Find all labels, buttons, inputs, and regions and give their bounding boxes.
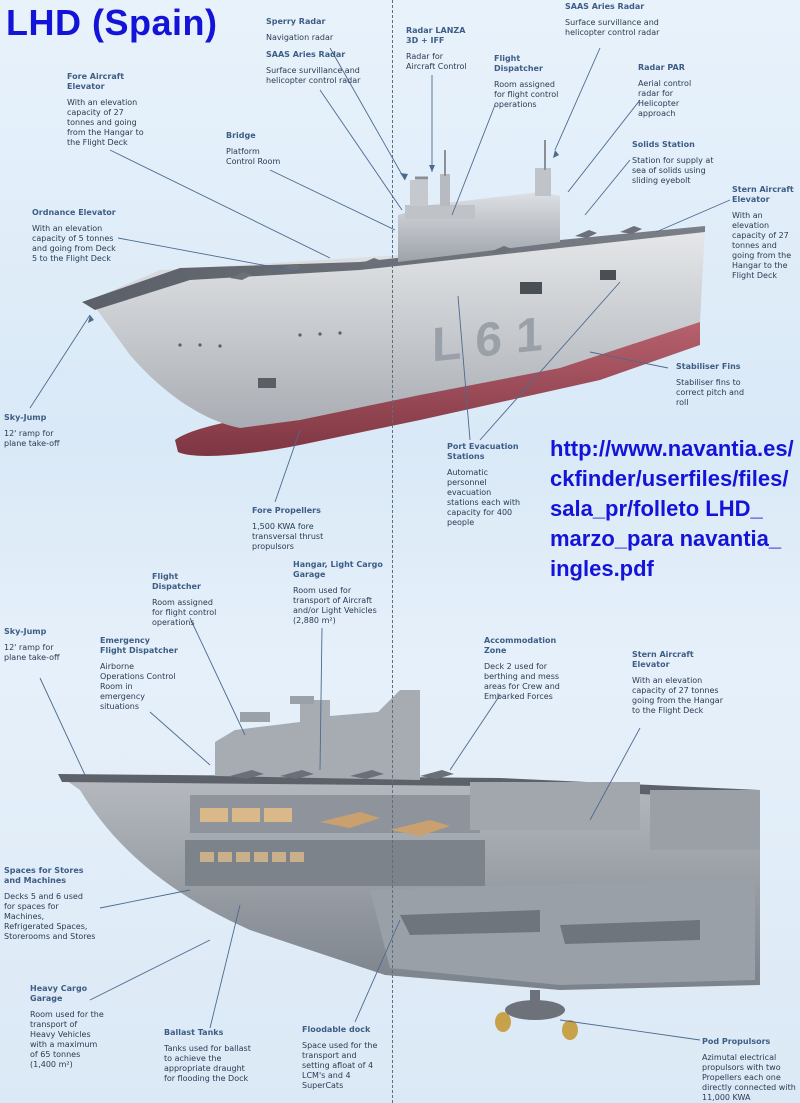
callout-heading: Stern Aircraft Elevator xyxy=(732,185,794,204)
callout-description: Radar for Aircraft Control xyxy=(406,52,467,71)
callout-description: Station for supply at sea of solids usin… xyxy=(632,156,714,185)
callout-heading: Hangar, Light Cargo Garage xyxy=(293,560,383,579)
callout-heading: Stern Aircraft Elevator xyxy=(632,650,694,669)
callout-description: Decks 5 and 6 used for spaces for Machin… xyxy=(4,892,96,941)
leader-lines-bottom xyxy=(39,617,701,1041)
callout-heading: Radar PAR xyxy=(638,63,685,72)
callout-floodable-dock: Floodable dock Space used for the transp… xyxy=(302,1025,384,1091)
callout-description: Deck 2 used for berthing and mess areas … xyxy=(484,662,560,701)
callout-heading: Fore Aircraft Elevator xyxy=(67,72,125,91)
callout-heading: Emergency Flight Dispatcher xyxy=(100,636,178,655)
callout-stern-aircraft-elevator-1: Stern Aircraft Elevator With an elevatio… xyxy=(732,185,800,281)
callout-sky-jump-2: Sky-Jump 12' ramp for plane take-off xyxy=(4,627,68,663)
url-line: ingles.pdf xyxy=(550,556,654,581)
page-title: LHD (Spain) xyxy=(6,2,218,43)
callout-description: With an elevation capacity of 27 tonnes … xyxy=(632,676,723,715)
callout-heading: Flight Dispatcher xyxy=(494,54,543,73)
callout-flight-dispatcher-2: Flight Dispatcher Room assigned for flig… xyxy=(152,572,222,628)
callout-fore-propellers: Fore Propellers 1,500 KWA fore transvers… xyxy=(252,506,332,552)
callout-radar-par: Radar PAR Aerial control radar for Helic… xyxy=(638,63,698,119)
callout-heading: Ordnance Elevator xyxy=(32,208,116,217)
callout-description: With an elevation capacity of 27 tonnes … xyxy=(67,98,144,147)
callout-heading: Floodable dock xyxy=(302,1025,371,1034)
callout-bridge: Bridge Platform Control Room xyxy=(226,131,290,167)
callout-hangar-light-cargo-garage: Hangar, Light Cargo Garage Room used for… xyxy=(293,560,387,626)
callout-heading: Sperry Radar xyxy=(266,17,326,26)
callout-heading: Solids Station xyxy=(632,140,695,149)
cutaway-island xyxy=(215,690,420,780)
callout-pod-propulsors: Pod Propulsors Azimutal electrical propu… xyxy=(702,1037,798,1103)
callout-description: Space used for the transport and setting… xyxy=(302,1041,378,1090)
callout-sky-jump-1: Sky-Jump 12' ramp for plane take-off xyxy=(4,413,66,449)
callout-description: 1,500 KWA fore transversal thrust propul… xyxy=(252,522,324,551)
callout-heading: Fore Propellers xyxy=(252,506,321,515)
callout-description: Platform Control Room xyxy=(226,147,281,166)
callout-description: Aerial control radar for Helicopter appr… xyxy=(638,79,692,118)
callout-saas-aries-radar-1: SAAS Aries Radar Surface survillance and… xyxy=(266,50,366,86)
callout-description: Stabiliser fins to correct pitch and rol… xyxy=(676,378,745,407)
callout-port-evacuation-stations: Port Evacuation Stations Automatic perso… xyxy=(447,442,521,528)
callout-heading: Bridge xyxy=(226,131,256,140)
callout-heading: SAAS Aries Radar xyxy=(565,2,645,11)
callout-description: Room used for the transport of Heavy Veh… xyxy=(30,1010,104,1069)
callout-heading: Heavy Cargo Garage xyxy=(30,984,88,1003)
callout-heading: Radar LANZA 3D + IFF xyxy=(406,26,466,45)
callout-heading: Flight Dispatcher xyxy=(152,572,201,591)
callout-spaces-for-stores: Spaces for Stores and Machines Decks 5 a… xyxy=(4,866,96,942)
callout-description: Azimutal electrical propulsors with two … xyxy=(702,1053,796,1102)
callout-ordnance-elevator: Ordnance Elevator With an elevation capa… xyxy=(32,208,116,264)
callout-flight-dispatcher-1: Flight Dispatcher Room assigned for flig… xyxy=(494,54,560,110)
callout-heading: Stabiliser Fins xyxy=(676,362,741,371)
exterior-ship xyxy=(82,140,705,456)
callout-description: With an elevation capacity of 5 tonnes a… xyxy=(32,224,116,263)
cutaway-ship xyxy=(58,690,760,1040)
callout-heading: Spaces for Stores and Machines xyxy=(4,866,84,885)
callout-description: Navigation radar xyxy=(266,33,334,42)
url-line: ckfinder/userfiles/files/ xyxy=(550,466,789,491)
callout-description: Airborne Operations Control Room in emer… xyxy=(100,662,176,711)
callout-description: Automatic personnel evacuation stations … xyxy=(447,468,521,527)
callout-saas-aries-radar-2: SAAS Aries Radar Surface survillance and… xyxy=(565,2,661,38)
callout-solids-station: Solids Station Station for supply at sea… xyxy=(632,140,714,186)
callout-emergency-flight-dispatcher: Emergency Flight Dispatcher Airborne Ope… xyxy=(100,636,178,712)
callout-description: Room assigned for flight control operati… xyxy=(152,598,217,627)
callout-heading: Pod Propulsors xyxy=(702,1037,771,1046)
callout-description: Room used for transport of Aircraft and/… xyxy=(293,586,377,625)
center-divider xyxy=(392,0,393,1103)
callout-description: Tanks used for ballast to achieve the ap… xyxy=(164,1044,251,1083)
callout-stern-aircraft-elevator-2: Stern Aircraft Elevator With an elevatio… xyxy=(632,650,728,716)
callout-heading: Sky-Jump xyxy=(4,627,47,636)
flight-deck xyxy=(82,226,705,310)
url-line: marzo_para navantia_ xyxy=(550,526,782,551)
callout-heading: Sky-Jump xyxy=(4,413,47,422)
url-line: http://www.navantia.es/ xyxy=(550,436,794,461)
callout-accommodation-zone: Accommodation Zone Deck 2 used for berth… xyxy=(484,636,576,702)
callout-heading: Accommodation Zone xyxy=(484,636,557,655)
callout-heading: Ballast Tanks xyxy=(164,1028,224,1037)
callout-description: Room assigned for flight control operati… xyxy=(494,80,559,109)
callout-description: Surface survillance and helicopter contr… xyxy=(266,66,361,85)
source-url: http://www.navantia.es/ ckfinder/userfil… xyxy=(550,434,798,584)
callout-description: 12' ramp for plane take-off xyxy=(4,643,60,662)
url-line: sala_pr/folleto LHD_ xyxy=(550,496,763,521)
callout-heading: SAAS Aries Radar xyxy=(266,50,346,59)
callout-heavy-cargo-garage: Heavy Cargo Garage Room used for the tra… xyxy=(30,984,104,1070)
callout-description: 12' ramp for plane take-off xyxy=(4,429,60,448)
callout-fore-aircraft-elevator: Fore Aircraft Elevator With an elevation… xyxy=(67,72,149,148)
callout-sperry-radar: Sperry Radar Navigation radar xyxy=(266,17,376,43)
callout-description: With an elevation capacity of 27 tonnes … xyxy=(732,211,792,280)
callout-description: Surface survillance and helicopter contr… xyxy=(565,18,660,37)
callout-stabiliser-fins: Stabiliser Fins Stabiliser fins to corre… xyxy=(676,362,758,408)
callout-ballast-tanks: Ballast Tanks Tanks used for ballast to … xyxy=(164,1028,256,1084)
callout-radar-lanza: Radar LANZA 3D + IFF Radar for Aircraft … xyxy=(406,26,472,72)
callout-heading: Port Evacuation Stations xyxy=(447,442,519,461)
